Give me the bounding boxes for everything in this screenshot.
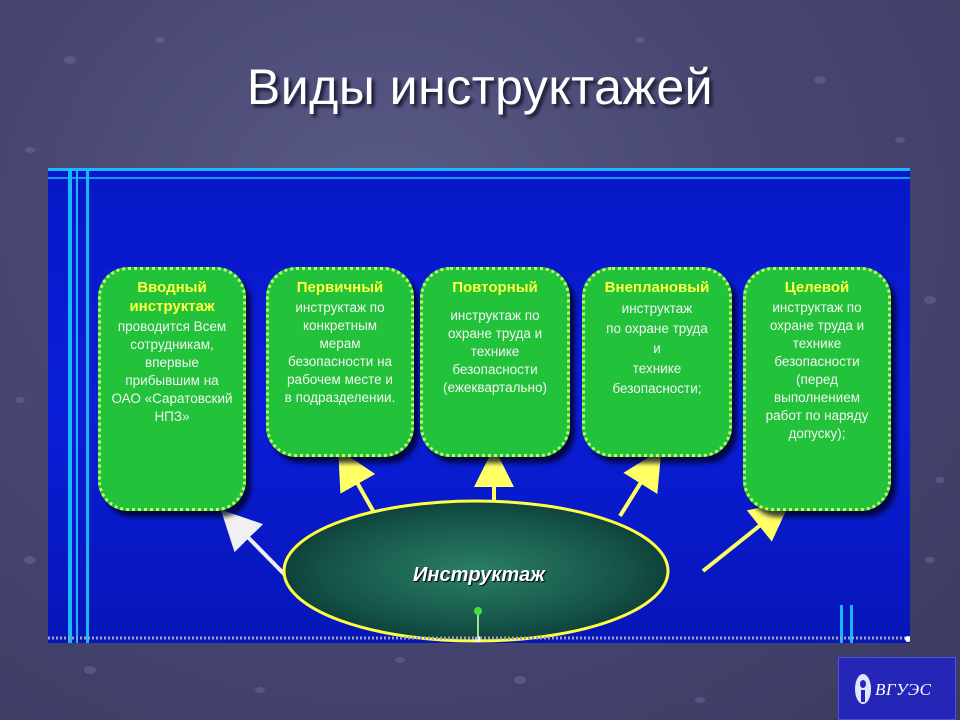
logo-figure-icon <box>855 674 871 704</box>
logo-text: ВГУЭС <box>875 680 932 699</box>
arrow-to-tselevoy <box>701 501 791 573</box>
slide-title: Виды инструктажей <box>246 59 714 115</box>
card-title: Внеплановый <box>604 279 710 296</box>
rotate-handle <box>474 607 482 615</box>
arrow-to-vneplanovy <box>618 449 662 518</box>
card-title: Первичный <box>296 279 384 296</box>
card-vneplanovy: Внеплановый инструктаж по охране труда и… <box>582 267 732 457</box>
card-title: Вводный инструктаж <box>129 279 215 315</box>
card-vvodny: Вводный инструктаж проводится Всем сотру… <box>98 267 246 511</box>
card-text: инструктаж по охране труда и технике без… <box>443 308 547 395</box>
card-povtorny: Повторный инструктаж по охране труда и т… <box>420 267 570 457</box>
card-text: инструктаж по охране труда и технике без… <box>765 300 869 441</box>
corner-handle <box>905 636 910 642</box>
left-stripes <box>68 171 89 643</box>
card-tselevoy: Целевой инструктаж по охране труда и тех… <box>743 267 891 511</box>
arrows <box>220 447 791 578</box>
right-stripes <box>840 605 853 643</box>
card-pervichny: Первичный инструктаж по конкретным мерам… <box>266 267 414 457</box>
arrow-to-pervichny <box>338 449 378 517</box>
diagram-panel: Вводный инструктаж проводится Всем сотру… <box>48 168 910 643</box>
arrow-to-vvodny <box>220 509 288 578</box>
top-line <box>48 177 910 179</box>
card-text: инструктаж по конкретным мерам безопасно… <box>284 300 396 405</box>
center-label: Инструктаж <box>413 564 545 586</box>
diagram-graphics <box>48 171 910 643</box>
card-text: инструктаж по охране труда и технике без… <box>606 301 708 396</box>
logo: ВГУЭС <box>838 657 956 720</box>
card-title: Повторный <box>452 279 538 296</box>
card-title: Целевой <box>784 279 850 296</box>
card-text: проводится Всем сотрудникам, впервые при… <box>111 319 233 424</box>
